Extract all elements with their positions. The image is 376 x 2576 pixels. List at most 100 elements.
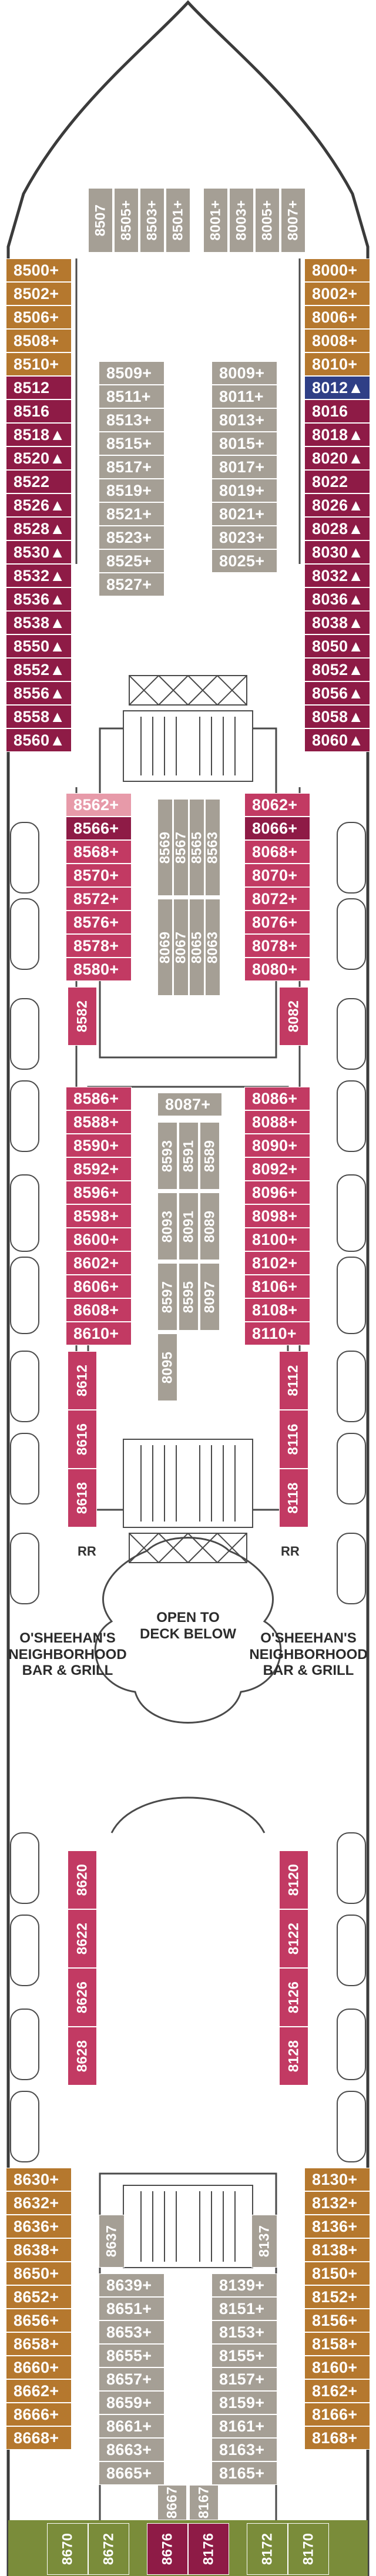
cabin-8002[interactable]: 8002+ [304,282,370,305]
cabin-8052[interactable]: 8052▲ [304,658,370,681]
cabin-8088[interactable]: 8088+ [244,1110,310,1134]
cabin-8606[interactable]: 8606+ [66,1275,132,1298]
cabin-8663[interactable]: 8663+ [99,2438,164,2461]
cabin-8508[interactable]: 8508+ [6,329,72,352]
cabin-8538[interactable]: 8538▲ [6,611,72,634]
cabin-8636[interactable]: 8636+ [6,2215,72,2238]
cabin-8511[interactable]: 8511+ [99,385,164,408]
cabin-8021[interactable]: 8021+ [212,502,277,526]
cabin-8592[interactable]: 8592+ [66,1157,132,1181]
cabin-8505[interactable]: 8505+ [114,188,139,253]
cabin-8526[interactable]: 8526▲ [6,493,72,517]
cabin-8017[interactable]: 8017+ [212,455,277,479]
cabin-8589[interactable]: 8589 [200,1122,220,1190]
cabin-8010[interactable]: 8010+ [304,352,370,376]
cabin-8065[interactable]: 8065 [189,899,204,996]
cabin-8018[interactable]: 8018▲ [304,423,370,446]
cabin-8168[interactable]: 8168+ [304,2426,370,2450]
cabin-8676[interactable]: 8676 [147,2523,188,2575]
cabin-8516[interactable]: 8516 [6,399,72,423]
cabin-8089[interactable]: 8089 [200,1193,220,1260]
cabin-8158[interactable]: 8158+ [304,2332,370,2356]
cabin-8008[interactable]: 8008+ [304,329,370,352]
cabin-8110[interactable]: 8110+ [244,1322,310,1345]
cabin-8536[interactable]: 8536▲ [6,587,72,611]
cabin-8668[interactable]: 8668+ [6,2426,72,2450]
cabin-8153[interactable]: 8153+ [212,2320,277,2344]
cabin-8066[interactable]: 8066+ [244,817,310,840]
cabin-8532[interactable]: 8532▲ [6,564,72,587]
cabin-8138[interactable]: 8138+ [304,2238,370,2262]
cabin-8570[interactable]: 8570+ [66,864,132,887]
cabin-8506[interactable]: 8506+ [6,305,72,329]
cabin-8172[interactable]: 8172 [247,2523,288,2575]
cabin-8152[interactable]: 8152+ [304,2285,370,2309]
cabin-8670[interactable]: 8670 [47,2523,88,2575]
cabin-8025[interactable]: 8025+ [212,549,277,573]
cabin-8139[interactable]: 8139+ [212,2273,277,2297]
cabin-8598[interactable]: 8598+ [66,1204,132,1228]
cabin-8036[interactable]: 8036▲ [304,587,370,611]
cabin-8020[interactable]: 8020▲ [304,446,370,470]
cabin-8165[interactable]: 8165+ [212,2461,277,2485]
cabin-8502[interactable]: 8502+ [6,282,72,305]
cabin-8100[interactable]: 8100+ [244,1228,310,1251]
cabin-8655[interactable]: 8655+ [99,2344,164,2367]
cabin-8556[interactable]: 8556▲ [6,681,72,705]
cabin-8068[interactable]: 8068+ [244,840,310,864]
cabin-8622[interactable]: 8622 [68,1909,97,1968]
cabin-8091[interactable]: 8091 [179,1193,199,1260]
cabin-8001[interactable]: 8001+ [203,188,228,253]
cabin-8108[interactable]: 8108+ [244,1298,310,1322]
cabin-8520[interactable]: 8520▲ [6,446,72,470]
cabin-8023[interactable]: 8023+ [212,526,277,549]
cabin-8132[interactable]: 8132+ [304,2191,370,2215]
cabin-8070[interactable]: 8070+ [244,864,310,887]
cabin-8012[interactable]: 8012▲ [304,376,370,399]
cabin-8616[interactable]: 8616 [68,1410,97,1469]
cabin-8632[interactable]: 8632+ [6,2191,72,2215]
cabin-8170[interactable]: 8170 [288,2523,329,2575]
cabin-8060[interactable]: 8060▲ [304,728,370,752]
cabin-8503[interactable]: 8503+ [140,188,164,253]
cabin-8130[interactable]: 8130+ [304,2168,370,2191]
cabin-8651[interactable]: 8651+ [99,2297,164,2320]
cabin-8580[interactable]: 8580+ [66,958,132,981]
cabin-8160[interactable]: 8160+ [304,2356,370,2379]
cabin-8630[interactable]: 8630+ [6,2168,72,2191]
cabin-8518[interactable]: 8518▲ [6,423,72,446]
cabin-8510[interactable]: 8510+ [6,352,72,376]
cabin-8136[interactable]: 8136+ [304,2215,370,2238]
cabin-8096[interactable]: 8096+ [244,1181,310,1204]
cabin-8076[interactable]: 8076+ [244,911,310,934]
cabin-8056[interactable]: 8056▲ [304,681,370,705]
cabin-8093[interactable]: 8093 [157,1193,177,1260]
cabin-8517[interactable]: 8517+ [99,455,164,479]
cabin-8092[interactable]: 8092+ [244,1157,310,1181]
cabin-8578[interactable]: 8578+ [66,934,132,958]
cabin-8530[interactable]: 8530▲ [6,540,72,564]
cabin-8102[interactable]: 8102+ [244,1251,310,1275]
cabin-8137[interactable]: 8137 [251,2215,277,2268]
cabin-8568[interactable]: 8568+ [66,840,132,864]
cabin-8521[interactable]: 8521+ [99,502,164,526]
cabin-8562[interactable]: 8562+ [66,793,132,817]
cabin-8600[interactable]: 8600+ [66,1228,132,1251]
cabin-8576[interactable]: 8576+ [66,911,132,934]
cabin-8650[interactable]: 8650+ [6,2262,72,2285]
cabin-8569[interactable]: 8569 [157,799,173,896]
cabin-8015[interactable]: 8015+ [212,432,277,455]
cabin-8523[interactable]: 8523+ [99,526,164,549]
cabin-8660[interactable]: 8660+ [6,2356,72,2379]
cabin-8658[interactable]: 8658+ [6,2332,72,2356]
cabin-8610[interactable]: 8610+ [66,1322,132,1345]
cabin-8013[interactable]: 8013+ [212,408,277,432]
cabin-8558[interactable]: 8558▲ [6,705,72,728]
cabin-8572[interactable]: 8572+ [66,887,132,911]
cabin-8016[interactable]: 8016 [304,399,370,423]
cabin-8618[interactable]: 8618 [68,1469,97,1527]
cabin-8513[interactable]: 8513+ [99,408,164,432]
cabin-8163[interactable]: 8163+ [212,2438,277,2461]
cabin-8005[interactable]: 8005+ [255,188,280,253]
cabin-8662[interactable]: 8662+ [6,2379,72,2403]
